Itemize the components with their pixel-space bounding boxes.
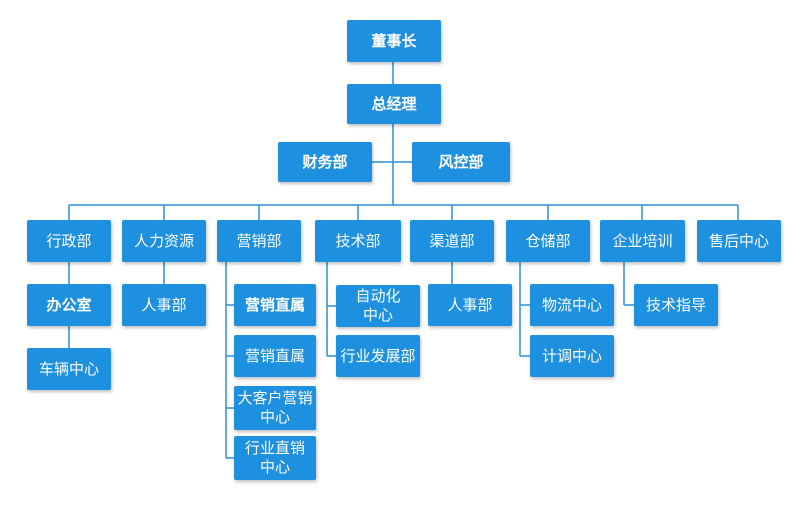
sales-direct-box-2[interactable]: 营销直属 [234,335,316,377]
finance-box[interactable]: 财务部 [278,142,372,182]
dept-warehouse-box[interactable]: 仓储部 [506,220,590,262]
industry-dev-box[interactable]: 行业发展部 [336,335,420,377]
general-manager-box[interactable]: 总经理 [347,84,441,124]
chairman-box[interactable]: 董事长 [347,20,441,62]
office-box[interactable]: 办公室 [27,284,111,326]
dept-hr-box[interactable]: 人力资源 [122,220,206,262]
sales-direct-box-1[interactable]: 营销直属 [234,284,316,326]
tech-guidance-box[interactable]: 技术指导 [634,284,718,326]
dept-admin-box[interactable]: 行政部 [27,220,111,262]
dept-tech-box[interactable]: 技术部 [315,220,401,262]
hr-affairs-box[interactable]: 人事部 [122,284,206,326]
key-account-center-box[interactable]: 大客户营销 中心 [234,386,316,430]
industry-direct-center-box[interactable]: 行业直销 中心 [234,436,316,480]
channel-hr-box[interactable]: 人事部 [428,284,512,326]
dept-after-sales-box[interactable]: 售后中心 [697,220,781,262]
risk-control-box[interactable]: 风控部 [412,142,510,182]
vehicle-center-box[interactable]: 车辆中心 [27,348,111,390]
logistics-center-box[interactable]: 物流中心 [530,284,614,326]
planning-center-box[interactable]: 计调中心 [530,335,614,377]
dept-sales-box[interactable]: 营销部 [217,220,301,262]
automation-center-box[interactable]: 自动化 中心 [336,285,420,327]
dept-channel-box[interactable]: 渠道部 [410,220,494,262]
dept-training-box[interactable]: 企业培训 [600,220,685,262]
